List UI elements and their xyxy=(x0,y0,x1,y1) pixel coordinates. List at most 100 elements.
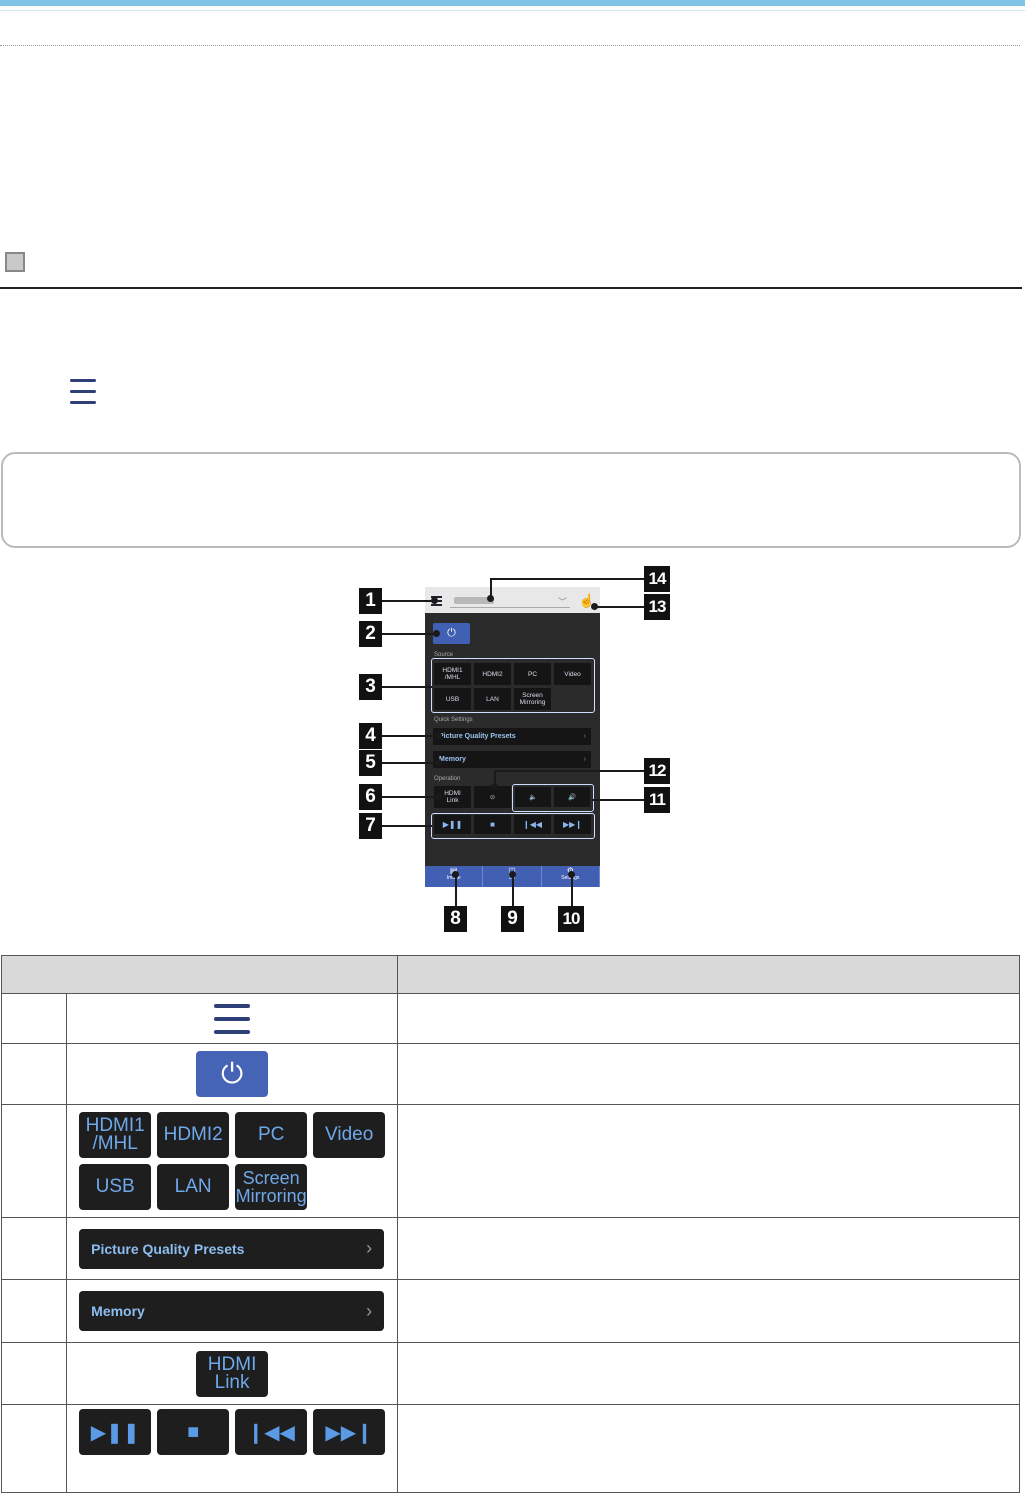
tab-settings[interactable]: ⚙Settings xyxy=(542,866,600,887)
callout-11: 11 xyxy=(644,787,670,813)
picture-quality-presets-row[interactable]: Picture Quality Presets › xyxy=(433,728,591,745)
callout-6: 6 xyxy=(359,784,382,810)
leader-dot xyxy=(452,871,459,878)
dotted-divider xyxy=(0,45,1020,46)
chevron-right-icon: › xyxy=(366,1238,373,1258)
leader-dot xyxy=(435,793,442,800)
chevron-down-icon: ﹀ xyxy=(557,597,567,607)
chevron-right-icon: › xyxy=(583,733,586,740)
chevron-right-icon: › xyxy=(366,1300,373,1321)
source-video-button[interactable]: Video xyxy=(554,663,591,685)
callout-13: 13 xyxy=(644,594,670,620)
leader-12-drop xyxy=(494,770,496,786)
picture-quality-presets-image: Picture Quality Presets › xyxy=(79,1228,385,1269)
leader-7 xyxy=(382,825,432,827)
touch-icon[interactable]: ☝ xyxy=(578,593,595,608)
leader-dot xyxy=(435,759,442,766)
image-icon: ▤ xyxy=(450,866,458,875)
phone-screen: ﹀ ☝ ⏻ Source HDMI1/MHL HDMI2 PC Video US… xyxy=(425,587,600,887)
source-lan-button[interactable]: LAN xyxy=(474,688,511,710)
leader-3 xyxy=(382,686,432,688)
picture-quality-presets-label: Picture Quality Presets xyxy=(439,733,516,740)
menu-icon xyxy=(70,379,96,412)
source-hdmi1-button[interactable]: HDMI1/MHL xyxy=(434,663,471,685)
leader-dot xyxy=(568,871,575,878)
callout-5: 5 xyxy=(359,750,382,776)
table-header-left xyxy=(1,955,398,994)
leader-dot xyxy=(433,630,440,637)
leader-dot xyxy=(435,732,442,739)
header-rule xyxy=(0,10,1025,11)
skip-back-icon[interactable]: ❙◀◀ xyxy=(514,815,551,834)
play-pause-icon: ▶❚❚ xyxy=(79,1409,152,1455)
hdmi1-mhl-source-image: HDMI1/MHL xyxy=(79,1112,152,1158)
memory-text: Memory xyxy=(91,1303,145,1319)
leader-6 xyxy=(382,796,438,798)
callout-1: 1 xyxy=(359,588,382,614)
tab-image-label: Image xyxy=(446,875,461,881)
3d-icon: ◫ xyxy=(508,866,516,875)
source-pc-button[interactable]: PC xyxy=(514,663,551,685)
play-pause-icon[interactable]: ▶❚❚ xyxy=(434,815,471,834)
menu-icon xyxy=(214,1003,251,1034)
memory-label: Memory xyxy=(439,756,466,763)
tab-3d-label: 3D xyxy=(483,875,540,881)
hdmi2-source-image: HDMI2 xyxy=(157,1112,230,1158)
power-button[interactable]: ⏻ xyxy=(433,623,470,644)
usb-source-image: USB xyxy=(79,1164,152,1210)
leader-2 xyxy=(382,633,436,635)
video-source-image: Video xyxy=(313,1112,386,1158)
volume-down-icon[interactable]: 🔈 xyxy=(515,787,551,807)
callout-4: 4 xyxy=(359,723,382,749)
volume-up-icon[interactable]: 🔊 xyxy=(554,787,590,807)
leader-12 xyxy=(495,770,644,772)
tab-image[interactable]: ▤Image xyxy=(425,866,484,887)
leader-9 xyxy=(512,874,514,906)
leader-dot xyxy=(509,871,516,878)
memory-image: Memory › xyxy=(79,1291,385,1331)
leader-4 xyxy=(382,735,438,737)
leader-dot xyxy=(431,597,438,604)
skip-forward-icon[interactable]: ▶▶❙ xyxy=(554,815,591,834)
leader-dot xyxy=(491,783,498,790)
table-row: Picture Quality Presets › xyxy=(0,1217,1020,1280)
source-hdmi2-button[interactable]: HDMI2 xyxy=(474,663,511,685)
operation-label: Operation xyxy=(434,776,461,782)
tab-3d[interactable]: ◫3D xyxy=(483,866,542,887)
callout-10: 10 xyxy=(558,906,584,932)
lan-source-image: LAN xyxy=(157,1164,230,1210)
source-outline xyxy=(431,658,595,713)
callout-14: 14 xyxy=(644,566,670,592)
stop-icon[interactable]: ■ xyxy=(474,815,511,834)
callout-12: 12 xyxy=(644,758,670,784)
chevron-right-icon: › xyxy=(583,756,586,763)
callout-7: 7 xyxy=(359,813,382,839)
callout-3: 3 xyxy=(359,674,382,700)
source-label: Source xyxy=(434,652,454,658)
leader-dot xyxy=(487,595,494,602)
device-dropdown[interactable]: ﹀ xyxy=(450,595,570,608)
section-rule xyxy=(0,287,1022,289)
source-usb-button[interactable]: USB xyxy=(434,688,471,710)
av-mute-icon[interactable]: ⊘ xyxy=(474,786,511,808)
power-icon: ⏻ xyxy=(196,1051,269,1097)
leader-13 xyxy=(594,606,644,608)
leader-11 xyxy=(592,799,644,801)
picture-quality-presets-text: Picture Quality Presets xyxy=(91,1240,245,1257)
gear-icon: ⚙ xyxy=(567,866,574,875)
leader-10 xyxy=(571,874,573,906)
phone-top-bar: ﹀ ☝ xyxy=(425,587,600,613)
device-name-blurred xyxy=(454,597,494,604)
callout-8: 8 xyxy=(444,906,467,932)
leader-dot xyxy=(591,603,598,610)
memory-row[interactable]: Memory › xyxy=(433,751,591,768)
skip-back-icon: ❙◀◀ xyxy=(235,1409,308,1455)
quick-settings-label: Quick Settings xyxy=(434,717,473,723)
